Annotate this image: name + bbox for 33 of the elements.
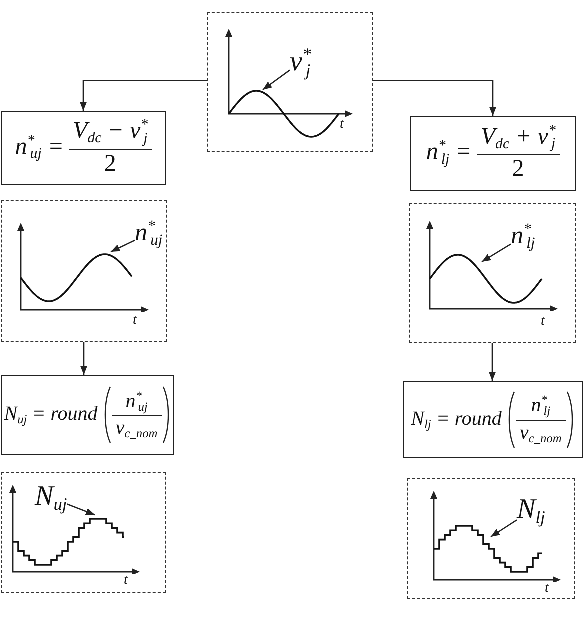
formula-box: [1, 375, 174, 455]
plot-panel: [407, 478, 575, 599]
axis-label: t: [545, 582, 549, 596]
axis-label: t: [124, 574, 128, 588]
equation-lhs: n$^{*}$$_{lj}$ =: [426, 138, 472, 169]
equation-lhs: n$^{*}$$_{uj}$ =: [15, 132, 64, 164]
formula-box: [410, 116, 576, 191]
plot-panel: [1, 200, 167, 342]
equation-lhs: N$_{lj}$ = round: [411, 408, 502, 432]
leader-arrow: [262, 70, 290, 91]
plot-panel: [207, 12, 373, 152]
arrow: [373, 80, 497, 116]
equation-lhs: N$_{uj}$ = round: [4, 403, 98, 427]
plot-panel: [1, 472, 166, 593]
axis-label: t: [340, 118, 344, 132]
fraction-denominator: 2: [103, 150, 118, 179]
leader-arrow: [490, 520, 518, 538]
arrow: [488, 343, 496, 381]
fraction-denominator: 2: [511, 155, 526, 184]
axis-label: t: [133, 314, 137, 328]
plot-panel: [409, 203, 576, 343]
curve-label: N$_{uj}$: [35, 481, 68, 516]
leader-arrow: [482, 244, 512, 263]
leader-arrow: [66, 504, 96, 516]
formula-box: [403, 381, 583, 458]
curve-label: N$_{lj}$: [517, 494, 546, 528]
arrow: [80, 80, 207, 111]
axis-label: t: [541, 315, 545, 329]
arrow: [80, 342, 88, 375]
fraction-denominator: v$_{c_nom}$: [114, 416, 159, 442]
fraction-denominator: v$_{c_nom}$: [518, 420, 563, 446]
formula-box: [1, 111, 166, 185]
leader-arrow: [110, 240, 136, 253]
